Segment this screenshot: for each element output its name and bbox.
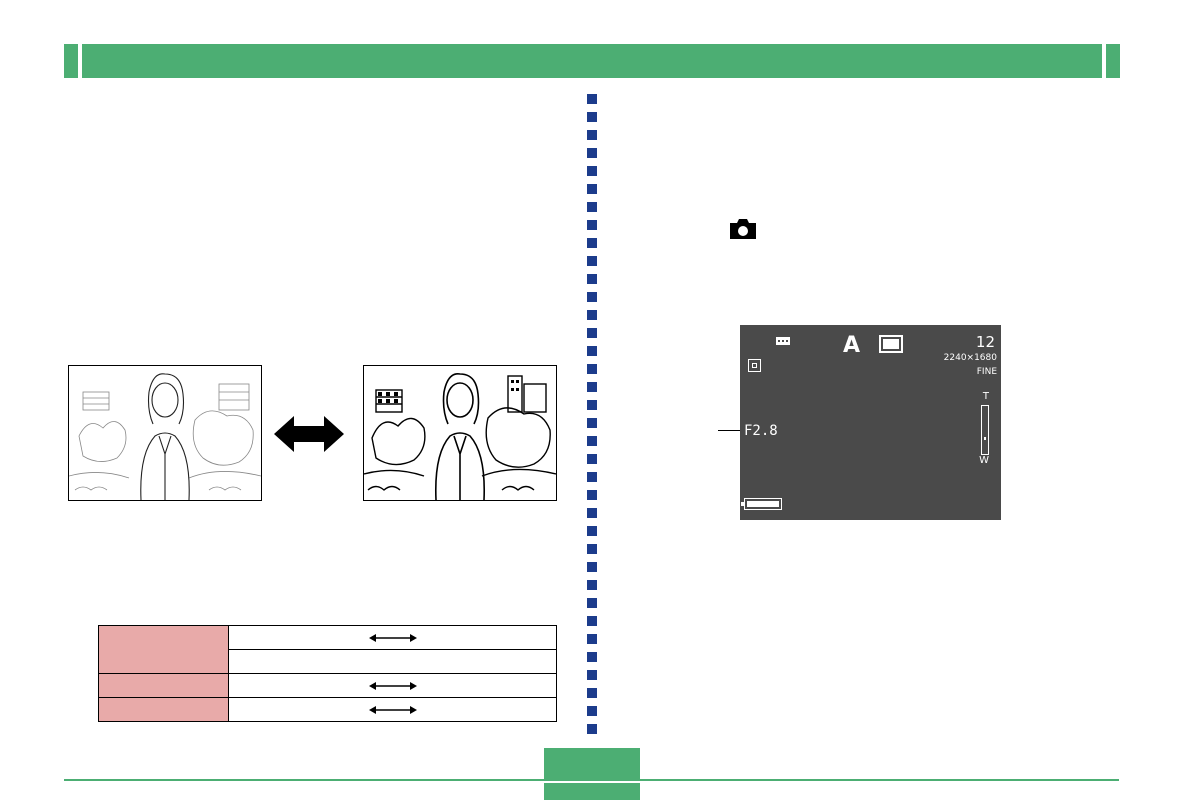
divider-dot bbox=[587, 418, 597, 428]
aperture-value: F2.8 bbox=[744, 423, 778, 439]
divider-dot bbox=[587, 328, 597, 338]
header-band bbox=[64, 44, 1120, 78]
divider-dot bbox=[587, 544, 597, 554]
table-row-label bbox=[98, 673, 229, 698]
camera-icon bbox=[730, 219, 756, 239]
image-quality: FINE bbox=[976, 367, 997, 377]
divider-dot bbox=[587, 688, 597, 698]
table-row-label bbox=[98, 625, 229, 674]
photo-sharp-detail bbox=[363, 365, 557, 501]
battery-icon bbox=[741, 498, 782, 510]
left-right-arrow-icon bbox=[369, 706, 417, 714]
photo-soft-detail bbox=[68, 365, 262, 501]
divider-dot bbox=[587, 310, 597, 320]
range-table bbox=[98, 625, 557, 722]
divider-dot bbox=[587, 724, 597, 734]
divider-dot bbox=[587, 616, 597, 626]
table-cell-value bbox=[228, 649, 557, 674]
divider-dot bbox=[587, 652, 597, 662]
divider-dot bbox=[587, 382, 597, 392]
record-mode-icon bbox=[879, 335, 903, 353]
divider-dot bbox=[587, 670, 597, 680]
flash-icon bbox=[776, 337, 790, 345]
divider-dot bbox=[587, 94, 597, 104]
page-tab-upper bbox=[544, 748, 640, 779]
table-row-label bbox=[98, 697, 229, 722]
header-bar bbox=[82, 44, 1102, 78]
divider-dot bbox=[587, 256, 597, 266]
divider-dot bbox=[587, 436, 597, 446]
table-row bbox=[99, 649, 557, 674]
zoom-bar bbox=[981, 405, 989, 455]
footer-line bbox=[64, 779, 1119, 781]
divider-dot bbox=[587, 364, 597, 374]
divider-dot bbox=[587, 472, 597, 482]
divider-dot bbox=[587, 346, 597, 356]
portrait-illustration-sharp bbox=[364, 373, 556, 500]
aperture-leader-line bbox=[718, 430, 744, 431]
portrait-illustration-soft bbox=[69, 373, 261, 500]
divider-dot bbox=[587, 580, 597, 590]
left-right-arrow-icon bbox=[369, 634, 417, 642]
divider-dot bbox=[587, 166, 597, 176]
table-row bbox=[98, 625, 557, 674]
divider-dot bbox=[587, 148, 597, 158]
divider-dot bbox=[587, 274, 597, 284]
left-right-arrow-icon bbox=[274, 416, 344, 452]
divider-dot bbox=[587, 400, 597, 410]
divider-dot bbox=[587, 112, 597, 122]
divider-dot bbox=[587, 292, 597, 302]
divider-dot bbox=[587, 508, 597, 518]
header-cap-left bbox=[64, 44, 78, 78]
zoom-tele-label: T bbox=[982, 391, 989, 402]
divider-dot bbox=[587, 202, 597, 212]
divider-dot bbox=[587, 130, 597, 140]
metering-icon bbox=[748, 359, 761, 372]
table-cell-value bbox=[228, 673, 557, 698]
divider-dot bbox=[587, 562, 597, 572]
divider-dot bbox=[587, 598, 597, 608]
divider-dot bbox=[587, 526, 597, 536]
zoom-wide-label: W bbox=[979, 455, 989, 466]
mode-indicator: A bbox=[843, 333, 861, 358]
divider-dot bbox=[587, 454, 597, 464]
page-tab-lower bbox=[544, 783, 640, 800]
lcd-monitor: A 12 2240×1680 FINE F2.8 T W bbox=[740, 325, 1001, 520]
image-resolution: 2240×1680 bbox=[943, 353, 997, 363]
table-cell-value bbox=[228, 697, 557, 722]
divider-dot bbox=[587, 220, 597, 230]
table-row bbox=[98, 697, 557, 722]
column-divider-dots bbox=[586, 94, 598, 740]
divider-dot bbox=[587, 706, 597, 716]
table-cell-value bbox=[228, 625, 557, 650]
header-cap-right bbox=[1106, 44, 1120, 78]
divider-dot bbox=[587, 184, 597, 194]
left-right-arrow-icon bbox=[369, 682, 417, 690]
page-number-tab bbox=[544, 748, 640, 800]
table-row bbox=[98, 673, 557, 698]
divider-dot bbox=[587, 634, 597, 644]
divider-dot bbox=[587, 490, 597, 500]
zoom-position bbox=[984, 437, 986, 440]
remaining-shots: 12 bbox=[975, 333, 995, 351]
divider-dot bbox=[587, 238, 597, 248]
